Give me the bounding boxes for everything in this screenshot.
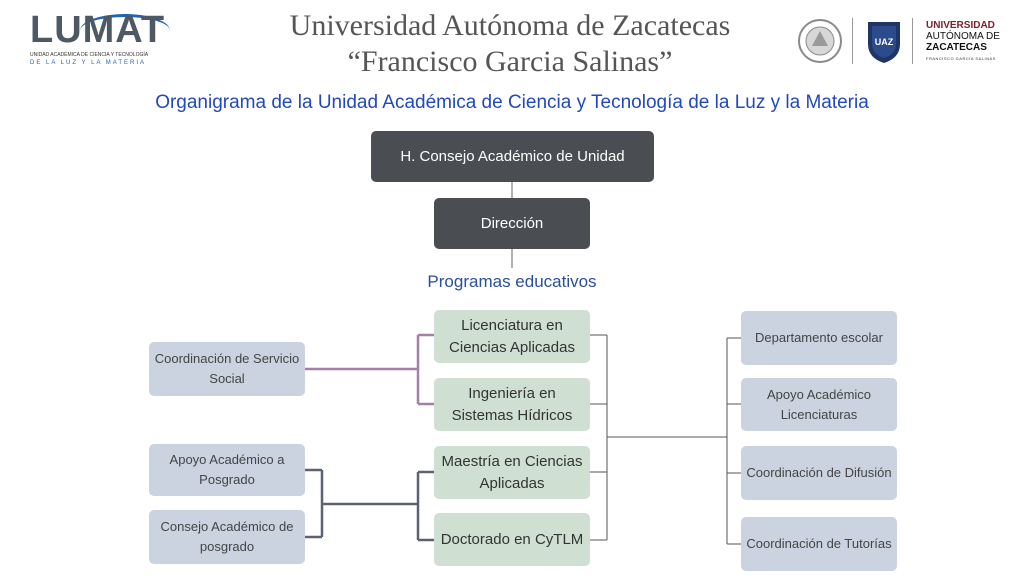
box-coordinacion-tutorias: Coordinación de Tutorías: [741, 517, 897, 571]
box-coordinacion-servicio-social: Coordinación de Servicio Social: [149, 342, 305, 396]
university-name: Universidad Autónoma de Zacatecas: [289, 9, 731, 42]
logo-swoosh: [80, 14, 170, 47]
shield-text: UAZ: [875, 37, 894, 47]
logo-wordmark: LUMAT: [30, 9, 166, 51]
box-direccion: Dirección: [434, 198, 590, 249]
organigram-title: Organigrama de la Unidad Académica de Ci…: [155, 92, 869, 113]
box-coordinacion-difusion: Coordinación de Difusión: [741, 446, 897, 500]
box-consejo-academico: H. Consejo Académico de Unidad: [371, 131, 654, 182]
logo-separator: [852, 18, 853, 64]
logo-separator-2: [912, 18, 913, 64]
box-apoyo-academico-posgrado: Apoyo Académico a Posgrado: [149, 444, 305, 496]
logo-subtitle-2: DE LA LUZ Y LA MATERIA: [30, 60, 147, 66]
box-apoyo-academico-licenciaturas: Apoyo Académico Licenciaturas: [741, 378, 897, 431]
lumat-logo: LUMAT UNIDAD ACADÉMICA DE CIENCIA Y TECN…: [30, 10, 170, 70]
programas-label: Programas educativos: [427, 272, 597, 291]
uaz-line-3: ZACATECAS: [926, 42, 987, 53]
uaz-wordmark: UNIVERSIDAD AUTÓNOMA DE ZACATECAS FRANCI…: [926, 20, 1024, 64]
uaz-line-1: UNIVERSIDAD: [926, 20, 995, 31]
university-subtitle: “Francisco Garcia Salinas”: [347, 45, 673, 78]
university-title: Universidad Autónoma de Zacatecas “Franc…: [230, 8, 790, 80]
uaz-line-4: FRANCISCO GARCÍA SALINAS: [926, 56, 996, 61]
box-departamento-escolar: Departamento escolar: [741, 311, 897, 365]
uaz-shield-icon: UAZ: [868, 22, 900, 63]
box-program-doctorado: Doctorado en CyTLM: [434, 513, 590, 566]
university-seal-icon: [798, 19, 842, 63]
box-program-maestria: Maestría en Ciencias Aplicadas: [434, 446, 590, 499]
box-program-licenciatura: Licenciatura en Ciencias Aplicadas: [434, 310, 590, 363]
uaz-line-2: AUTÓNOMA DE: [926, 31, 1000, 42]
box-consejo-academico-posgrado: Consejo Académico de posgrado: [149, 510, 305, 564]
logo-subtitle-1: UNIDAD ACADÉMICA DE CIENCIA Y TECNOLOGÍA: [30, 52, 149, 58]
box-program-ingenieria: Ingeniería en Sistemas Hídricos: [434, 378, 590, 431]
